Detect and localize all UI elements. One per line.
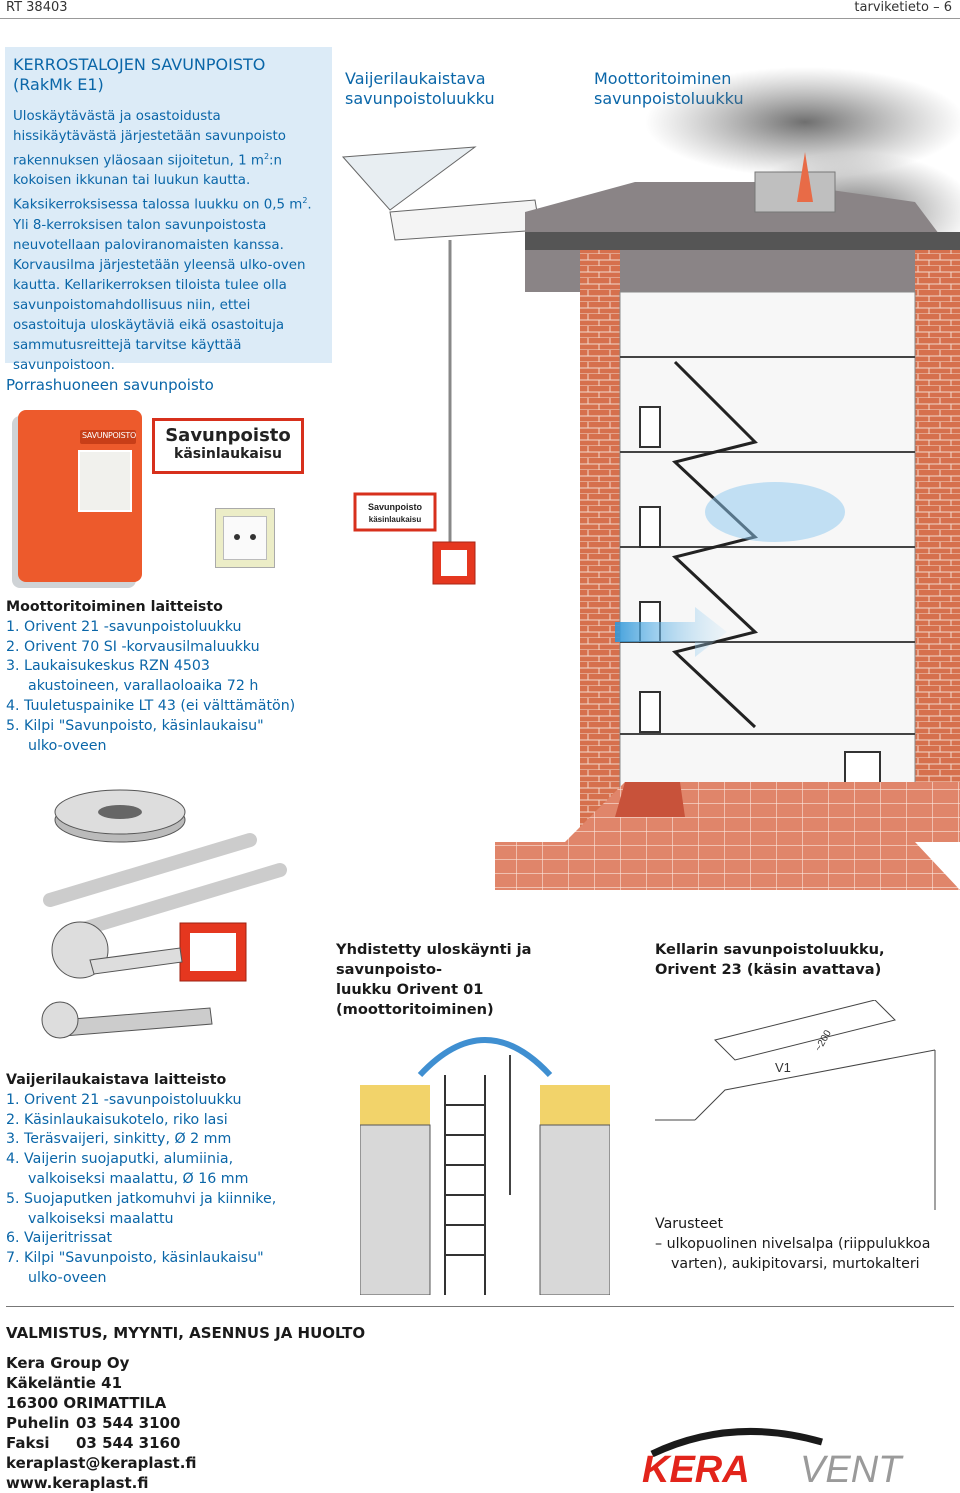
wire-list-title: Vaijerilaukaistava laitteisto (6, 1072, 227, 1088)
caption-yhdistetty: Yhdistetty uloskäynti ja savunpoisto-luu… (336, 941, 532, 1018)
website-link[interactable]: www.keraplast.fi (6, 1474, 149, 1492)
footer-rule (6, 1306, 954, 1307)
list-item: valkoiseksi maalattu (28, 1210, 174, 1227)
wire-equipment-list: Vaijerilaukaistava laitteisto 1. Orivent… (6, 1071, 326, 1289)
sign-line2: käsinlaukaisu (174, 446, 282, 462)
combined-exit-section-drawing (360, 1037, 610, 1295)
accessories: Varusteet – ulkopuolinen nivelsalpa (rii… (655, 1215, 953, 1274)
basement-hatch-drawing: V1 ~200 (655, 1000, 936, 1210)
city: 16300 ORIMATTILA (6, 1394, 167, 1412)
control-panel-device: SAVUNPOISTO (18, 410, 142, 582)
list-item: 3. Teräsvaijeri, sinkitty, Ø 2 mm (6, 1131, 232, 1148)
small-sign-line1: Savunpoisto (368, 502, 423, 512)
contact-block: VALMISTUS, MYYNTI, ASENNUS JA HUOLTO Ker… (6, 1323, 365, 1493)
building-illustration: Savunpoisto käsinlaukaisu (341, 67, 960, 890)
accessories-line2: varten), aukipitovarsi, murtokalteri (671, 1255, 920, 1272)
sign-line1: Savunpoisto (165, 425, 291, 446)
street-address: Käkeläntie 41 (6, 1374, 123, 1392)
logo-part1: KERA (642, 1449, 750, 1491)
manual-release-sign: Savunpoisto käsinlaukaisu (152, 418, 304, 474)
motor-list-title: Moottoritoiminen laitteisto (6, 599, 223, 615)
keravent-logo: KERA VENT (642, 1427, 904, 1491)
info-title: KERROSTALOJEN SAVUNPOISTO (RakMk E1) (13, 55, 266, 94)
arrow-up-icon (234, 534, 240, 540)
list-item: ulko-oveen (28, 1269, 107, 1286)
section-label: tarviketieto – 6 (854, 0, 952, 15)
motor-equipment-list: Moottoritoiminen laitteisto 1. Orivent 2… (6, 598, 326, 756)
list-item: 7. Kilpi "Savunpoisto, käsinlaukaisu" (6, 1250, 264, 1267)
info-text: Uloskäytävästä ja osastoidusta hissikäyt… (13, 109, 312, 373)
list-item: 1. Orivent 21 -savunpoistoluukku (6, 618, 242, 635)
device-label: SAVUNPOISTO (82, 431, 136, 440)
list-item: ulko-oveen (28, 737, 107, 754)
list-item: 5. Suojaputken jatkomuhvi ja kiinnike, (6, 1190, 277, 1207)
list-item: 1. Orivent 21 -savunpoistoluukku (6, 1091, 242, 1108)
arrow-down-icon (250, 534, 256, 540)
email-link[interactable]: keraplast@keraplast.fi (6, 1454, 197, 1472)
small-sign-line2: käsinlaukaisu (369, 515, 422, 524)
list-item: 2. Orivent 70 SI -korvausilmaluukku (6, 638, 260, 655)
info-box: KERROSTALOJEN SAVUNPOISTO (RakMk E1) Ulo… (5, 47, 332, 373)
doc-code: RT 38403 (6, 0, 68, 15)
header-rule (0, 18, 960, 19)
logo-part2: VENT (800, 1449, 904, 1491)
list-item: akustoineen, varallaoloaika 72 h (28, 678, 259, 695)
accessories-title: Varusteet (655, 1216, 724, 1232)
contact-heading: VALMISTUS, MYYNTI, ASENNUS JA HUOLTO (6, 1324, 366, 1342)
list-item: 5. Kilpi "Savunpoisto, käsinlaukaisu" (6, 717, 264, 734)
company-name: Kera Group Oy (6, 1354, 130, 1372)
accessories-line1: – ulkopuolinen nivelsalpa (riippulukkoa (655, 1235, 931, 1252)
list-item: 6. Vaijeritrissat (6, 1230, 113, 1247)
cable-parts-illustration (41, 789, 287, 1039)
hatch-sign-small (353, 492, 437, 532)
list-item: 4. Vaijerin suojaputki, alumiinia, (6, 1151, 234, 1168)
list-item: 2. Käsinlaukaisukotelo, riko lasi (6, 1111, 228, 1128)
porrashuone-title: Porrashuoneen savunpoisto (6, 376, 214, 394)
caption-kellari: Kellarin savunpoistoluukku,Orivent 23 (k… (655, 941, 885, 978)
list-item: 4. Tuuletuspainike LT 43 (ei välttämätön… (6, 697, 296, 714)
release-box-illustration (432, 541, 476, 585)
list-item: valkoiseksi maalattu, Ø 16 mm (28, 1170, 249, 1187)
dim-v1: V1 (775, 1060, 791, 1075)
ventilation-switch (215, 508, 275, 568)
list-item: 3. Laukaisukeskus RZN 4503 (6, 658, 210, 675)
